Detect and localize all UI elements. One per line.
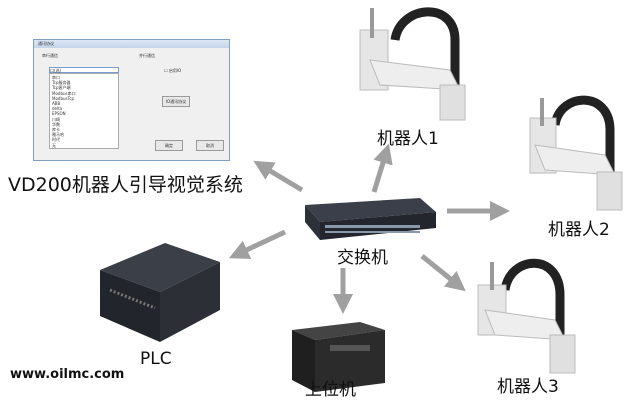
robot2-icon xyxy=(529,95,623,211)
vision-system-label: VD200机器人引导视觉系统 xyxy=(8,174,243,196)
serial-group-label: 串行通信 xyxy=(42,53,58,58)
plc-icon xyxy=(100,243,220,342)
switch-label: 交换机 xyxy=(337,248,388,268)
switch-icon xyxy=(305,198,436,240)
enable-io-checkbox[interactable]: ☐ 启用IO xyxy=(164,68,182,73)
protocol-option[interactable]: delta xyxy=(52,106,63,112)
website-text: www.oilmc.com xyxy=(10,367,125,382)
protocol-option[interactable]: ModbusTcp xyxy=(52,95,75,101)
arrow-to-vision xyxy=(253,160,304,193)
protocol-option[interactable]: 川崎 xyxy=(52,116,60,122)
pc-label: 上位机 xyxy=(305,380,356,400)
dialog-title: 通讯协议 xyxy=(34,40,229,48)
protocol-option[interactable]: 雅马哈 xyxy=(52,132,64,138)
selected-value: 口(选) xyxy=(50,68,62,73)
protocol-option[interactable]: EPSON xyxy=(52,111,66,117)
pc-icon xyxy=(292,322,385,392)
protocol-option[interactable]: 串口 xyxy=(52,75,60,80)
robot3-label: 机器人3 xyxy=(497,377,559,397)
robot1-icon xyxy=(359,7,466,121)
io-protocol-button[interactable]: IO通讯协议 xyxy=(162,96,190,107)
arrow-to-robot1 xyxy=(371,143,393,193)
arrow-to-plc xyxy=(228,229,287,259)
arrow-to-robot3 xyxy=(420,254,466,292)
protocol-option[interactable]: Tcp客户端 xyxy=(52,85,71,91)
protocol-option[interactable]: 无 xyxy=(52,142,56,148)
ok-button[interactable]: 确定 xyxy=(155,140,183,151)
parallel-group-label: 并行通信 xyxy=(139,53,155,58)
protocol-select[interactable]: 口(选) xyxy=(49,67,119,73)
cancel-button[interactable]: 取消 xyxy=(196,140,224,151)
protocol-option[interactable]: 华数 xyxy=(52,121,60,127)
protocol-option[interactable]: 时代 xyxy=(52,137,60,143)
protocol-option[interactable]: 库卡 xyxy=(52,127,60,133)
protocol-option[interactable]: Tcp服务器 xyxy=(52,80,71,86)
protocol-option[interactable]: Modbus串口 xyxy=(52,90,76,96)
robot2-label: 机器人2 xyxy=(548,220,610,240)
robot1-label: 机器人1 xyxy=(377,129,439,149)
enable-io-label: 启用IO xyxy=(168,68,182,73)
robot3-icon xyxy=(477,258,576,374)
protocol-option[interactable]: ABB xyxy=(52,101,61,107)
plc-label: PLC xyxy=(140,349,172,369)
